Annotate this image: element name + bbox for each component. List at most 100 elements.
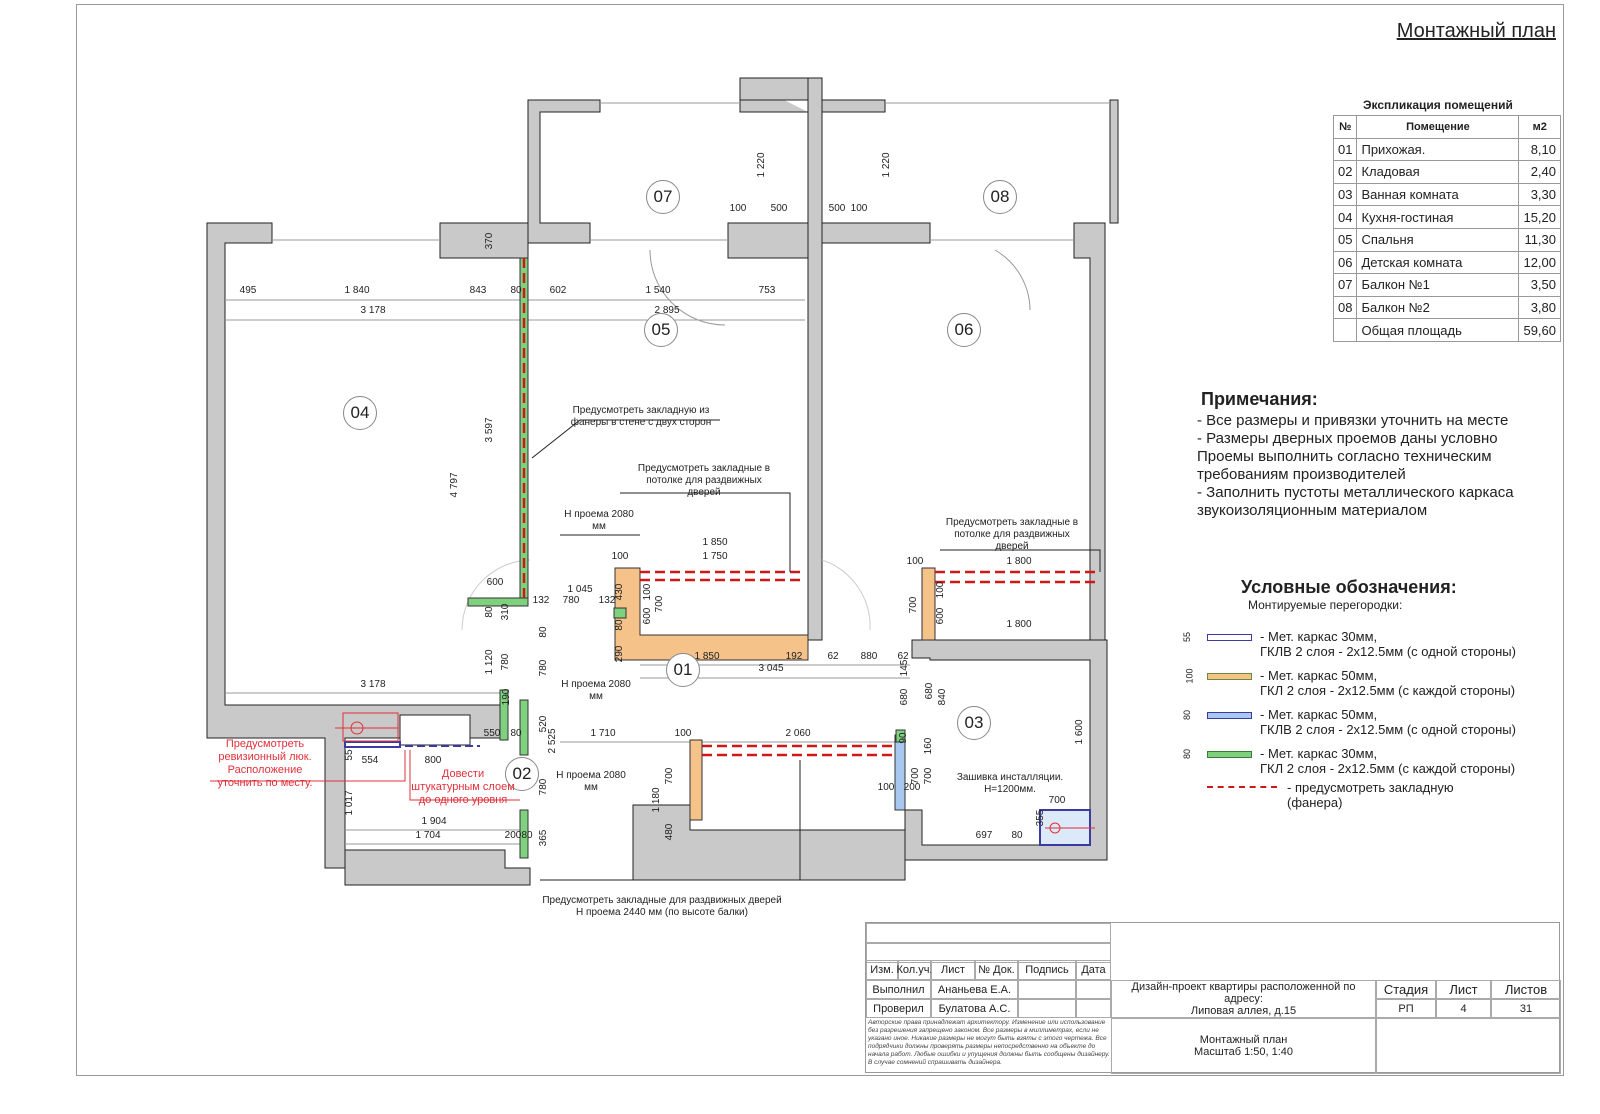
room-name: Кладовая [1356, 160, 1520, 184]
dimension-label: 365 [538, 829, 549, 847]
dimension-label: 80 [614, 619, 625, 631]
embed-line-swatch [1207, 786, 1277, 788]
dimension-label: 100 [674, 728, 692, 739]
dimension-label: 480 [664, 823, 675, 841]
room-number: 02 [505, 757, 539, 791]
dimension-label: 55 [344, 749, 355, 761]
dimension-label: 100 [935, 581, 946, 599]
dimension-label: 290 [614, 645, 625, 663]
dimension-label: 753 [758, 285, 776, 296]
dimension-label: 700 [664, 767, 675, 785]
dimension-label: 602 [549, 285, 567, 296]
room-area: 12,00 [1518, 250, 1562, 275]
dimension-label: 3 597 [484, 417, 495, 443]
dimension-label: 600 [642, 607, 653, 625]
dimension-label: 200 [504, 830, 522, 841]
swatch-dim: 55 [1182, 631, 1193, 643]
room-number: 01 [666, 653, 700, 687]
room-area: 11,30 [1518, 227, 1562, 252]
room-name: Кухня-гостиная [1356, 205, 1520, 229]
dimension-label: 2 525 [547, 728, 558, 754]
dimension-label: 80 [510, 728, 522, 739]
partition-swatch [1207, 634, 1252, 641]
room-number: 03 [957, 706, 991, 740]
legend: Условные обозначения: Монтируемые перего… [1180, 577, 1516, 810]
drawing-frame [76, 4, 1564, 1076]
dimension-label: 190 [501, 688, 512, 706]
dimension-label: 800 [424, 755, 442, 766]
room-name: Ванная комната [1356, 182, 1520, 207]
room-name: Детская комната [1356, 250, 1520, 275]
dimension-label: 3 045 [758, 663, 784, 674]
dimension-label: 62 [827, 651, 839, 662]
dimension-label: 80 [1011, 830, 1023, 841]
room-number: 07 [646, 180, 680, 214]
sliding-door-note: Предусмотреть закладные для раздвижных д… [542, 895, 782, 918]
dimension-label: 100 [611, 551, 629, 562]
room-no: 06 [1332, 250, 1358, 275]
legend-item: - предусмотреть закладную(фанера) [1287, 780, 1454, 810]
swatch-dim: 80 [1182, 709, 1193, 721]
room-number: 04 [343, 396, 377, 430]
dimension-label: 160 [923, 737, 934, 755]
wall [344, 849, 531, 886]
explication-title: Экспликация помещений [1363, 98, 1513, 112]
room-area: 3,80 [1518, 295, 1562, 320]
dimension-label: 1 540 [645, 285, 671, 296]
wall [527, 99, 601, 244]
dimension-label: 1 704 [415, 830, 441, 841]
partition-swatch [1207, 673, 1252, 680]
room-name: Балкон №1 [1356, 273, 1520, 297]
dimension-label: 780 [562, 595, 580, 606]
wall [632, 804, 906, 881]
wall [904, 639, 1108, 861]
dimension-label: 90 [898, 732, 909, 744]
room-no: 05 [1332, 227, 1358, 252]
legend-item: - Мет. каркас 50мм,ГКЛВ 2 слоя - 2x12.5м… [1260, 707, 1516, 737]
dimension-label: 1 120 [484, 649, 495, 675]
legend-item: - Мет. каркас 30мм,ГКЛВ 2 слоя - 2x12.5м… [1260, 629, 1516, 659]
dimension-label: 780 [538, 778, 549, 796]
dimension-label: 600 [486, 577, 504, 588]
dimension-label: 843 [469, 285, 487, 296]
dimension-label: 780 [500, 653, 511, 671]
dimension-label: 1 017 [344, 790, 355, 816]
dimension-label: 100 [850, 203, 868, 214]
dimension-label: 880 [860, 651, 878, 662]
dimension-label: 132 [532, 595, 550, 606]
swatch-dim: 80 [1182, 748, 1193, 760]
dimension-label: 355 [1035, 809, 1046, 827]
dimension-label: 2 895 [654, 305, 680, 316]
dimension-label: 62 [897, 651, 909, 662]
dimension-label: 697 [975, 830, 993, 841]
dimension-label: 1 850 [702, 537, 728, 548]
wall [399, 714, 471, 746]
room-name: Прихожая. [1356, 137, 1520, 162]
dimension-label: 3 178 [360, 679, 386, 690]
dimension-label: 1 600 [1074, 719, 1085, 745]
dimension-label: 80 [538, 626, 549, 638]
legend-item: - Мет. каркас 30мм,ГКЛ 2 слоя - 2x12.5мм… [1260, 746, 1516, 776]
dimension-label: 500 [770, 203, 788, 214]
wall [821, 222, 931, 244]
room-area: 15,20 [1518, 205, 1562, 229]
dimension-label: 80 [484, 606, 495, 618]
dimension-label: 132 [598, 595, 616, 606]
copyright-text: Авторские права принадлежат архитектору.… [868, 1019, 1110, 1066]
dimension-label: 600 [935, 607, 946, 625]
room-no: 01 [1332, 137, 1358, 162]
room-no: 07 [1332, 273, 1358, 297]
room-name: Спальня [1356, 227, 1520, 252]
partition-swatch [1207, 751, 1252, 758]
